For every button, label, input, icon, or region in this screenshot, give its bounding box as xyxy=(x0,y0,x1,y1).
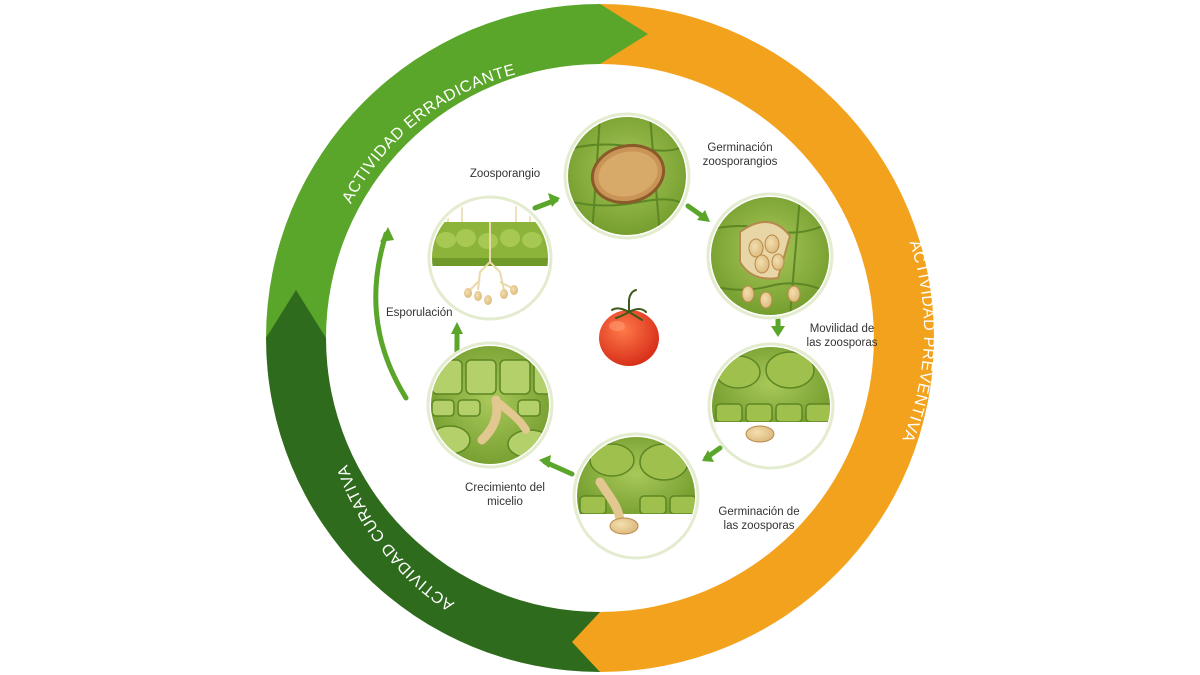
arrow-large-esporulacion xyxy=(373,231,409,401)
label-germinacion-zoosporas-line1: Germinación de xyxy=(718,506,800,518)
label-movilidad-zoosporas: Movilidad de las zoosporas xyxy=(792,322,892,350)
label-germinacion-zoosporangios-line1: Germinación xyxy=(707,142,773,154)
label-zoosporangio: Zoosporangio xyxy=(469,168,541,180)
ring-arrowhead-preventiva xyxy=(572,612,600,672)
ring-arrowhead-erradicante xyxy=(600,4,648,64)
label-esporulacion: Esporulación xyxy=(386,307,453,319)
tomato-icon xyxy=(599,289,659,366)
activity-ring xyxy=(266,4,934,672)
stage-germinacion-zoosporas-illustration xyxy=(572,432,700,560)
stage-germinacion-zoosporangios-illustration xyxy=(563,112,691,240)
stage-movilidad-zoosporas-illustration xyxy=(706,192,834,320)
label-germinacion-zoosporas-line2: las zoosporas xyxy=(723,520,795,532)
ring-arrowhead-curativa xyxy=(266,290,326,338)
label-crecimiento-line1: Crecimiento del xyxy=(465,482,545,494)
label-crecimiento-line2: micelio xyxy=(487,496,523,508)
label-germinacion-zoosporangios: Germinación zoosporangios xyxy=(690,141,790,169)
label-movilidad-line2: las zoosporas xyxy=(806,337,878,349)
label-germinacion-zoosporas: Germinación de las zoosporas xyxy=(704,505,814,533)
ring-segment-curativa xyxy=(266,338,600,672)
label-movilidad-line1: Movilidad de xyxy=(809,323,875,335)
label-crecimiento-micelio: Crecimiento del micelio xyxy=(450,481,560,509)
stage-zoosporangio-illustration xyxy=(427,195,553,321)
ring-segment-preventiva xyxy=(600,4,934,672)
label-germinacion-zoosporangios-line2: zoosporangios xyxy=(702,156,778,168)
cycle-arrowheads xyxy=(380,193,785,468)
stage-crecimiento-micelio-illustration xyxy=(426,341,554,469)
stage-zoosporas-en-hoja-illustration xyxy=(707,342,835,470)
